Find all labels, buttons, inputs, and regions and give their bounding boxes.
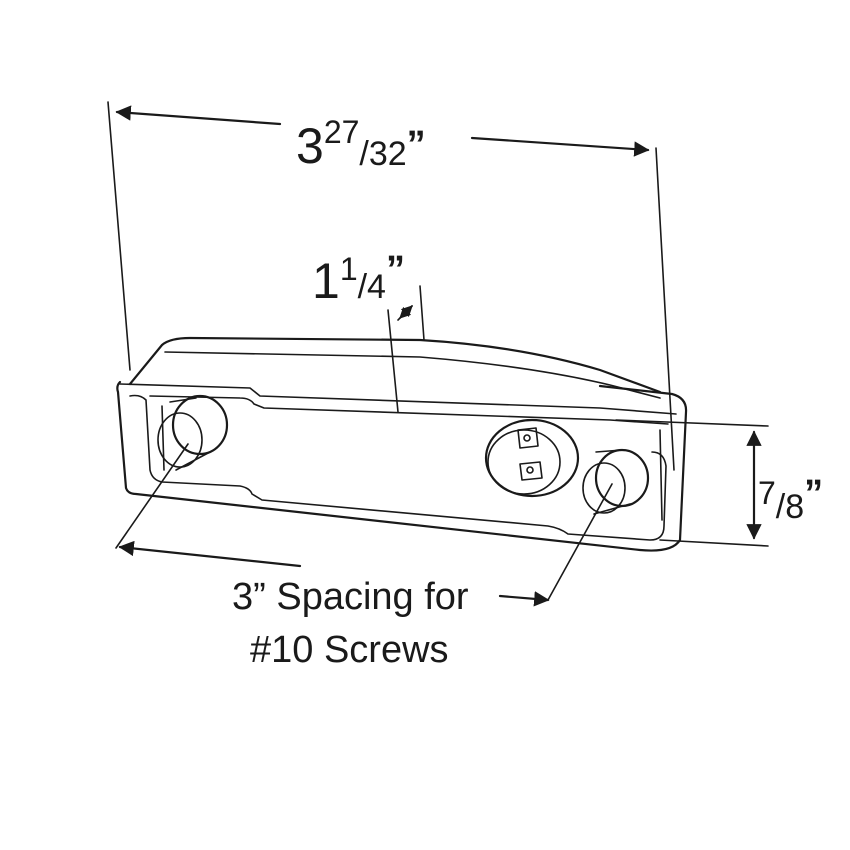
screw-spacing-callout: 3” Spacing for #10 Screws <box>115 443 613 671</box>
housing-top-ridge <box>164 351 661 399</box>
left-screw-leader <box>115 443 189 549</box>
spacing-arrow-right <box>498 591 550 607</box>
right-mounting-boss <box>582 448 650 515</box>
height-dimension: 7/8” <box>615 419 823 547</box>
depth-leader-left <box>387 309 399 413</box>
housing-base-outline <box>116 380 688 552</box>
housing-rim <box>119 383 677 415</box>
extension-line-left <box>107 101 131 371</box>
height-label: 7/8” <box>758 473 823 526</box>
depth-leader-right <box>419 285 425 341</box>
height-extension-top <box>615 419 769 427</box>
housing-top-dome <box>128 336 662 394</box>
depth-label: 11/4” <box>312 249 405 309</box>
right-screw-leader <box>547 483 613 601</box>
housing-inner-top <box>149 395 669 425</box>
width-label: 327/32” <box>296 114 426 174</box>
width-arrow-left <box>115 105 282 126</box>
housing-inner-flange <box>129 394 667 541</box>
light-housing <box>116 336 688 552</box>
depth-dimension: 11/4” <box>312 249 425 413</box>
extension-line-right <box>655 147 675 471</box>
spacing-arrow-left <box>118 540 302 568</box>
overall-width-dimension: 327/32” <box>107 101 675 471</box>
depth-arrow-2 <box>399 305 413 319</box>
width-arrow-right <box>470 136 650 157</box>
left-mounting-boss <box>157 394 229 471</box>
height-extension-bottom <box>659 539 769 547</box>
spacing-note-line2: #10 Screws <box>250 629 449 671</box>
spacing-note-line1: 3” Spacing for <box>232 576 469 618</box>
bulb-socket <box>484 418 580 498</box>
